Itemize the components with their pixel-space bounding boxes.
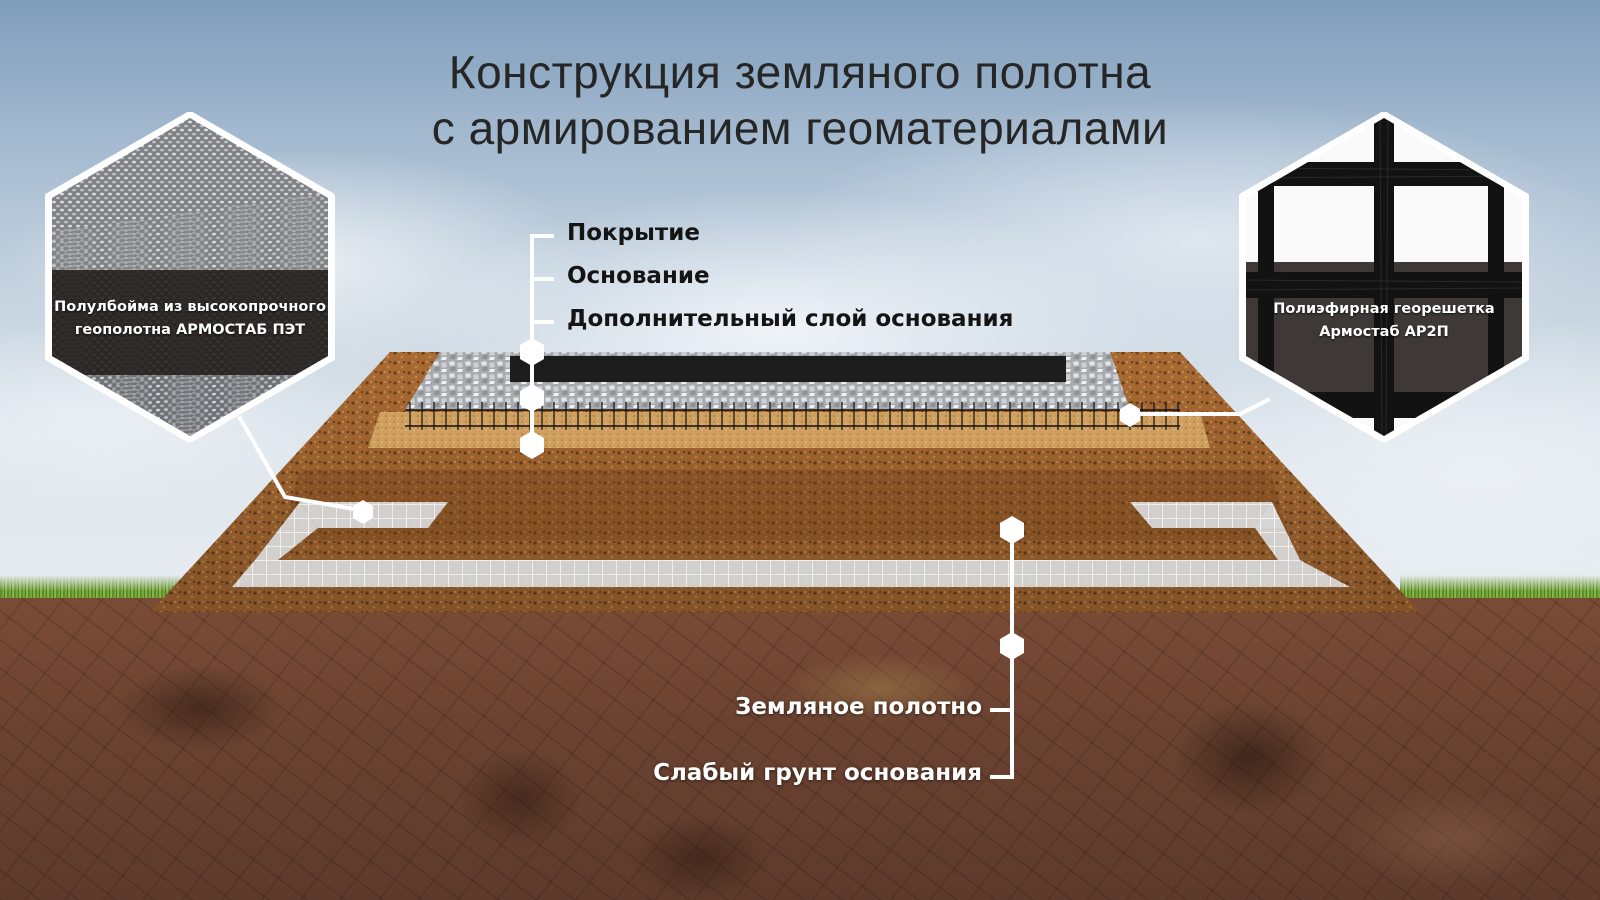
callout-left-line-1: Полулбойма из высокопрочного [54, 299, 326, 315]
callout-geotextile: Полулбойма из высокопрочного геополотна … [44, 112, 336, 442]
callout-right-line-2: Армостаб АР2П [1319, 324, 1449, 340]
label-pavement: Покрытие [567, 220, 700, 246]
label-weak-subsoil: Слабый грунт основания [653, 760, 982, 786]
geogrid-mesh-icon [1239, 112, 1529, 442]
label-additional-base: Дополнительный слой основания [567, 306, 1014, 332]
geotextile-fabric-icon [45, 112, 335, 442]
title-line-1: Конструкция земляного полотна [448, 46, 1152, 98]
title-line-2: с армированием геоматериалами [431, 102, 1169, 154]
callout-geogrid: Полиэфирная георешетка Армостаб АР2П [1238, 112, 1530, 442]
callout-left-line-2: геополотна АРМОСТАБ ПЭТ [74, 322, 306, 338]
label-embankment: Земляное полотно [734, 694, 982, 720]
weak-subsoil-layer [0, 598, 1600, 900]
callout-right-line-1: Полиэфирная георешетка [1273, 301, 1495, 317]
page-title: Конструкция земляного полотна с армирова… [0, 44, 1600, 156]
label-base: Основание [567, 263, 710, 289]
